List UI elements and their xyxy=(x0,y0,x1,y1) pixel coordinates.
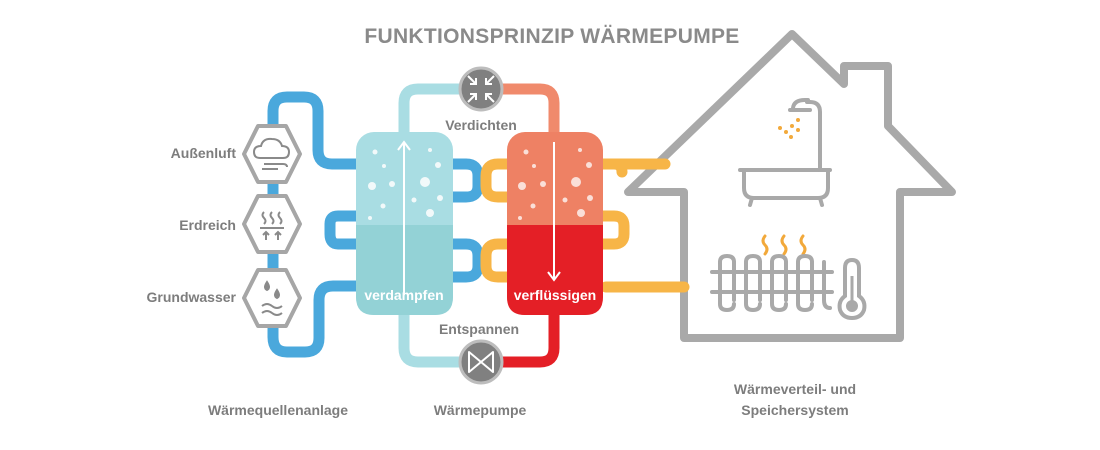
heating-pipe xyxy=(480,158,690,293)
refrigerant-pipe xyxy=(398,83,560,368)
bubbles-condenser xyxy=(518,148,593,220)
expansion-valve-icon xyxy=(458,339,504,385)
distribution-caption-line1: Wärmeverteil- und xyxy=(734,381,856,397)
condense-label: verflüssigen xyxy=(514,287,596,303)
cloud-wind-icon xyxy=(252,137,291,170)
expand-label: Entspannen xyxy=(439,321,519,337)
bubbles xyxy=(368,148,443,220)
source-water-icon xyxy=(242,268,302,328)
source-air-label: Außenluft xyxy=(171,145,237,161)
compressor-icon xyxy=(458,66,504,112)
evaporate-label: verdampfen xyxy=(364,287,443,303)
radiator-icon xyxy=(710,254,834,312)
condenser-tank: verflüssigen xyxy=(507,132,603,315)
heat-waves-icon xyxy=(761,234,807,256)
thermometer-icon xyxy=(837,257,867,321)
evaporator-tank: verdampfen xyxy=(356,132,453,315)
shower-drops xyxy=(778,118,800,139)
water-drops-icon xyxy=(261,280,283,316)
source-ground-label: Erdreich xyxy=(179,217,236,233)
source-ground-icon xyxy=(242,194,302,254)
source-water-label: Grundwasser xyxy=(147,289,237,305)
compress-label: Verdichten xyxy=(445,117,517,133)
ground-heat-icon xyxy=(260,211,284,240)
source-system-caption: Wärmequellenanlage xyxy=(208,402,348,418)
source-air-icon xyxy=(242,124,302,184)
distribution-caption-line2: Speichersystem xyxy=(741,402,848,418)
house-outline-icon xyxy=(624,30,956,342)
page-title: FUNKTIONSPRINZIP WÄRMEPUMPE xyxy=(364,25,739,48)
heat-pump-caption: Wärmepumpe xyxy=(434,402,527,418)
bathtub-shower-icon xyxy=(738,98,832,207)
